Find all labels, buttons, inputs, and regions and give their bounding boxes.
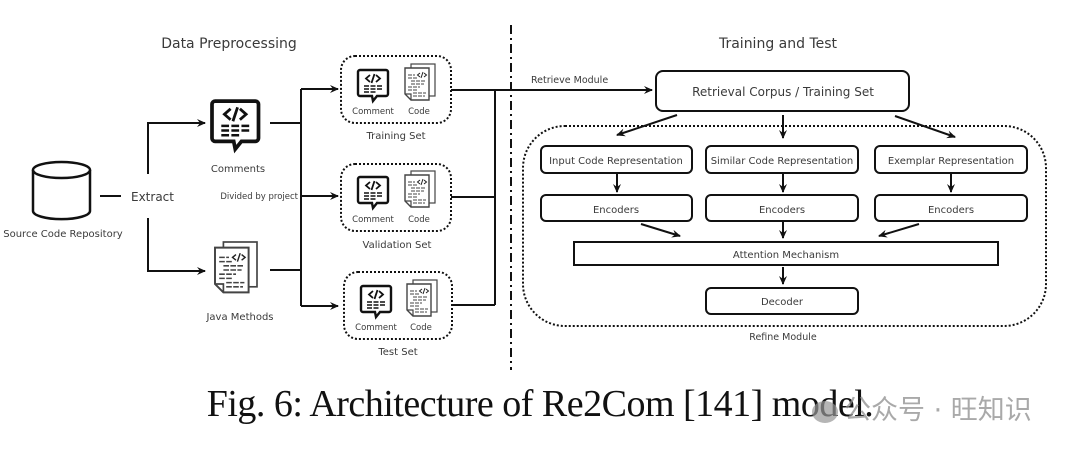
- validation-set-label: Validation Set: [363, 240, 432, 251]
- wechat-icon: [812, 400, 838, 423]
- java-methods-label: Java Methods: [205, 312, 273, 323]
- caption-text: Fig. 6: Architecture of Re2Com [141] mod…: [206, 383, 874, 425]
- decoder-box: [705, 287, 859, 315]
- refine-module-container: [522, 125, 1047, 327]
- code-icon: [404, 63, 436, 101]
- rep-label: Input Code Representation: [549, 156, 683, 167]
- comment-label: Comment: [352, 215, 394, 225]
- arrow: [616, 114, 678, 137]
- comment-icon: [359, 284, 393, 319]
- encoder-box: [874, 194, 1028, 222]
- watermark: 公众号 · 旺知识: [812, 388, 1032, 427]
- divided-by-label: Divided by project: [220, 192, 298, 202]
- source-repo-label: Source Code Repository: [3, 229, 123, 240]
- section-title-preprocessing: Data Preprocessing: [161, 36, 297, 52]
- arrow: [878, 223, 920, 238]
- comment-icon: [356, 175, 390, 210]
- java-methods-icon: [214, 241, 258, 294]
- rep-label: Similar Code Representation: [711, 156, 854, 167]
- retrieval-corpus-box: [655, 70, 910, 112]
- retrieve-module-label: Retrieve Module: [531, 75, 608, 86]
- arrow-to-java: [147, 218, 206, 275]
- code-label: Code: [408, 107, 430, 117]
- attention-box: [573, 241, 999, 266]
- test-set-box: Comment Code: [343, 271, 453, 340]
- attention-label: Attention Mechanism: [733, 250, 839, 261]
- section-title-training: Training and Test: [718, 36, 838, 52]
- encoder-label: Encoders: [928, 205, 974, 216]
- code-icon: [404, 170, 436, 208]
- refine-module-label: Refine Module: [749, 332, 817, 343]
- validation-set-box: Comment Code: [340, 163, 452, 232]
- comments-label: Comments: [211, 164, 265, 175]
- encoder-label: Encoders: [593, 205, 639, 216]
- code-icon: [406, 279, 438, 317]
- retrieval-corpus-label: Retrieval Corpus / Training Set: [692, 85, 874, 99]
- arrow: [894, 115, 956, 139]
- figure-caption: Fig. 6: Architecture of Re2Com [141] mod…: [0, 382, 1080, 426]
- encoder-label: Encoders: [759, 205, 805, 216]
- comment-label: Comment: [355, 323, 397, 333]
- database-icon: [31, 160, 92, 221]
- extract-label: Extract: [131, 190, 174, 204]
- decoder-label: Decoder: [761, 297, 804, 308]
- comments-icon: [210, 99, 261, 152]
- comment-icon: [356, 68, 390, 103]
- training-set-box: Comment Code: [340, 55, 452, 124]
- arrow: [640, 223, 681, 238]
- comment-label: Comment: [352, 107, 394, 117]
- code-label: Code: [408, 215, 430, 225]
- test-set-label: Test Set: [377, 347, 417, 358]
- architecture-diagram: Data Preprocessing Training and Test Sou…: [3, 25, 1047, 370]
- training-set-label: Training Set: [365, 131, 425, 142]
- watermark-text: 公众号 · 旺知识: [844, 395, 1032, 426]
- code-label: Code: [410, 323, 432, 333]
- rep-label: Exemplar Representation: [888, 156, 1014, 167]
- arrow-to-comments: [147, 119, 206, 174]
- encoder-box: [705, 194, 859, 222]
- encoder-box: [540, 194, 693, 222]
